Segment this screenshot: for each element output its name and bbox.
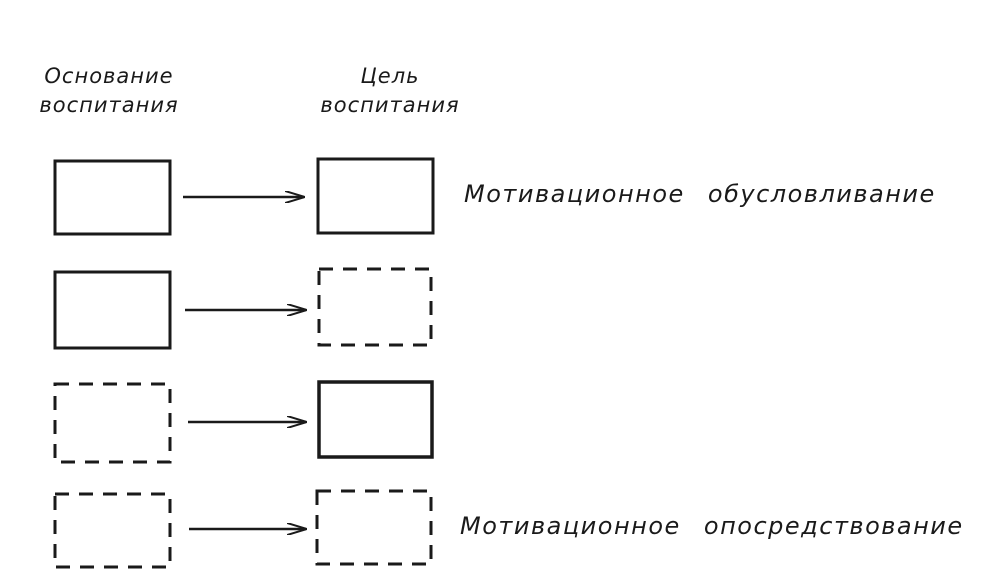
column-header-basis: Основание воспитания [14,62,204,120]
row-4-basis-box [53,492,172,569]
column-header-goal-line1: Цель [360,64,420,88]
row-1-basis-box [53,159,172,236]
row-3-basis-box [53,382,172,464]
row-4-goal-box [315,489,433,566]
column-header-basis-line1: Основание [44,64,174,88]
row-1-label: Мотивационное обусловливание [464,180,936,208]
column-header-goal: Цель воспитания [290,62,490,120]
column-header-goal-line2: воспитания [320,93,460,117]
row-2-goal-box [317,267,433,347]
row-4-label: Мотивационное опосредствование [460,512,964,540]
row-1-goal-box [316,157,435,235]
row-3-goal-box [317,380,434,459]
column-header-basis-line2: воспитания [39,93,179,117]
row-2-basis-box [53,270,172,350]
